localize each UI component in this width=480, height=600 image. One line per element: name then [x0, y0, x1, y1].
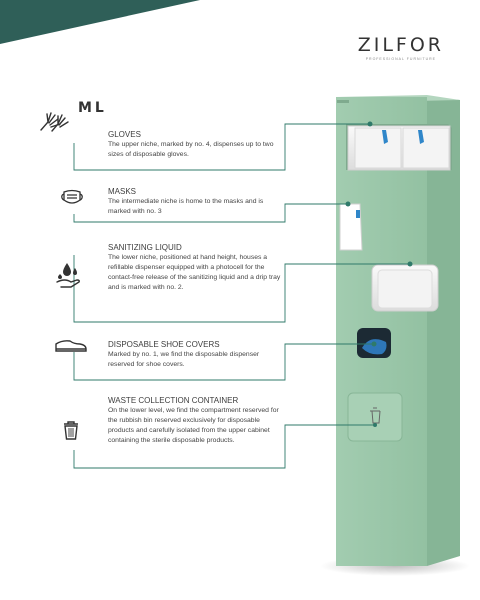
gloves-niche [346, 121, 452, 171]
size-label: ML [78, 100, 107, 116]
brand-name: ZILFOR [357, 34, 444, 56]
section-title: MASKS [108, 187, 137, 196]
brand-tagline: PROFESSIONAL FURNITURE [365, 57, 436, 61]
mask-niche [339, 201, 363, 251]
sanitizer-niche [371, 261, 439, 312]
mask-icon [61, 189, 83, 204]
corner-decoration [0, 0, 200, 44]
section-title: DISPOSABLE SHOE COVERS [108, 340, 220, 349]
section-desc: The intermediate niche is home to the ma… [108, 198, 264, 215]
leader-masks [73, 203, 348, 223]
section-desc: On the lower level, we find the compartm… [108, 407, 279, 444]
trash-bin-icon [64, 421, 78, 440]
section-waste: WASTE COLLECTION CONTAINER On the lower … [108, 396, 283, 446]
hand-drop-icon [56, 263, 80, 288]
section-title: SANITIZING LIQUID [108, 243, 182, 252]
section-desc: The lower niche, positioned at hand heig… [108, 254, 281, 291]
section-desc: The upper niche, marked by no. 4, dispen… [108, 141, 274, 158]
section-shoes: DISPOSABLE SHOE COVERS Marked by no. 1, … [108, 340, 283, 370]
leader-liquid [73, 255, 410, 323]
section-title: GLOVES [108, 130, 141, 139]
section-liquid: SANITIZING LIQUID The lower niche, posit… [108, 243, 283, 293]
leader-gloves [73, 123, 370, 171]
section-gloves: GLOVES The upper niche, marked by no. 4,… [108, 130, 283, 160]
shoe-icon [55, 340, 87, 352]
shoe-cover-niche [357, 328, 391, 358]
gloves-icon [40, 112, 69, 132]
leader-shoes [73, 343, 374, 381]
waste-niche [347, 392, 403, 442]
tower-side [427, 97, 460, 566]
leader-lines [73, 123, 410, 469]
leader-waste [73, 424, 375, 469]
brand-logo: ZILFOR PROFESSIONAL FURNITURE [358, 34, 444, 61]
section-desc: Marked by no. 1, we find the disposable … [108, 351, 260, 368]
section-title: WASTE COLLECTION CONTAINER [108, 396, 239, 405]
section-masks: MASKS The intermediate niche is home to … [108, 187, 283, 217]
